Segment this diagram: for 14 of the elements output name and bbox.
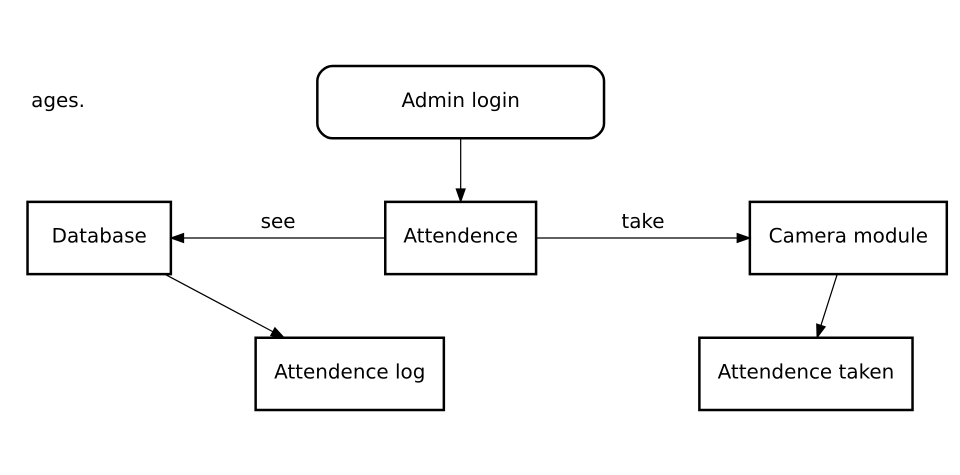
node-box: Camera module [748,200,948,275]
node-box: Database [26,200,172,275]
node-box: Attendence log [254,336,446,411]
edge-label: take [621,208,665,232]
arrow [164,273,286,338]
arrow [816,274,838,339]
edge-label: see [260,208,296,232]
node-box: Attendence [384,200,538,275]
arrow [169,232,386,243]
label: ages. [31,87,86,112]
node-box: Admin login [316,64,606,140]
arrow [536,232,752,243]
arrow [455,138,466,203]
node-box: Attendence taken [698,336,914,411]
